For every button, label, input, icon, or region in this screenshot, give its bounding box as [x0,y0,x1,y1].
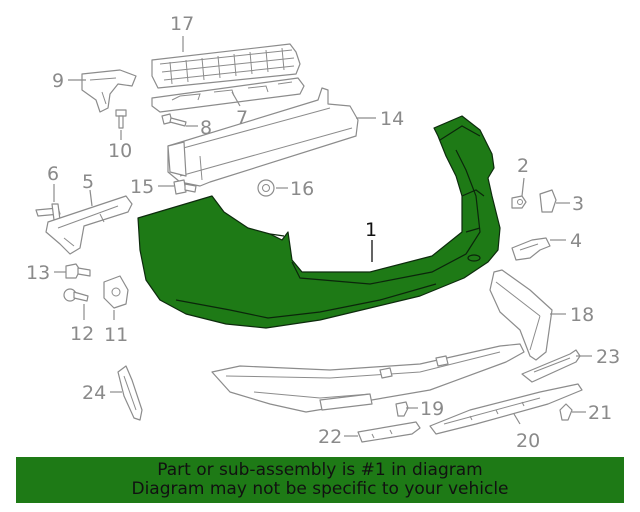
callout-17[interactable]: 17 [170,13,194,35]
footer-line-part-info: Part or sub-assembly is #1 in diagram [157,460,483,480]
part-11-plate[interactable] [103,275,129,309]
part-16-nut[interactable] [257,179,275,197]
callout-4[interactable]: 4 [570,230,582,252]
footer-line-disclaimer: Diagram may not be specific to your vehi… [131,479,509,499]
callout-2[interactable]: 2 [517,155,529,177]
callout-23[interactable]: 23 [596,346,620,368]
part-10-bolt[interactable] [115,109,127,129]
part-7-energy-absorber[interactable] [151,77,305,113]
part-21-retainer[interactable] [559,403,573,421]
part-24-trim[interactable] [117,365,143,421]
callout-10[interactable]: 10 [108,140,132,162]
callout-19[interactable]: 19 [420,398,444,420]
part-lower-valance[interactable] [211,343,525,413]
part-1-bumper-cover[interactable] [137,115,501,329]
callout-20[interactable]: 20 [516,430,540,452]
part-18-cover[interactable] [489,269,553,361]
leader-2 [521,177,525,197]
footer-banner: Part or sub-assembly is #1 in diagram Di… [16,457,624,503]
leader-7 [231,91,241,107]
callout-13[interactable]: 13 [26,262,50,284]
part-13-bolt[interactable] [65,263,91,279]
part-9-bracket[interactable] [81,69,137,113]
highlight-part-1 [137,115,501,329]
callout-11[interactable]: 11 [104,324,128,346]
parts-diagram: 17 7 9 10 8 14 15 16 [26,13,620,452]
part-5-bracket[interactable] [45,195,133,255]
part-22-strip[interactable] [357,421,421,443]
callout-24[interactable]: 24 [82,382,106,404]
leader-20 [513,413,521,425]
leader-5 [89,189,93,207]
part-20-skid-strip[interactable] [429,383,583,435]
part-19-clip[interactable] [395,401,409,417]
part-12-bolt[interactable] [63,288,89,302]
part-8-bolt[interactable] [161,113,187,127]
callout-6[interactable]: 6 [47,163,59,185]
callout-14[interactable]: 14 [380,108,404,130]
callout-22[interactable]: 22 [318,426,342,448]
callout-1[interactable]: 1 [365,219,377,241]
callout-9[interactable]: 9 [52,70,64,92]
part-17-impact-absorber[interactable] [151,43,301,89]
callout-15[interactable]: 15 [130,176,154,198]
callout-18[interactable]: 18 [570,304,594,326]
callout-5[interactable]: 5 [82,171,94,193]
part-6-clip[interactable] [35,203,61,221]
part-4-bracket[interactable] [511,237,551,261]
callout-21[interactable]: 21 [588,402,612,424]
callout-12[interactable]: 12 [70,323,94,345]
part-15-bolt[interactable] [173,179,197,195]
callout-16[interactable]: 16 [290,178,314,200]
callout-3[interactable]: 3 [572,193,584,215]
part-2-clip[interactable] [511,195,527,209]
part-3-bracket[interactable] [539,189,557,213]
